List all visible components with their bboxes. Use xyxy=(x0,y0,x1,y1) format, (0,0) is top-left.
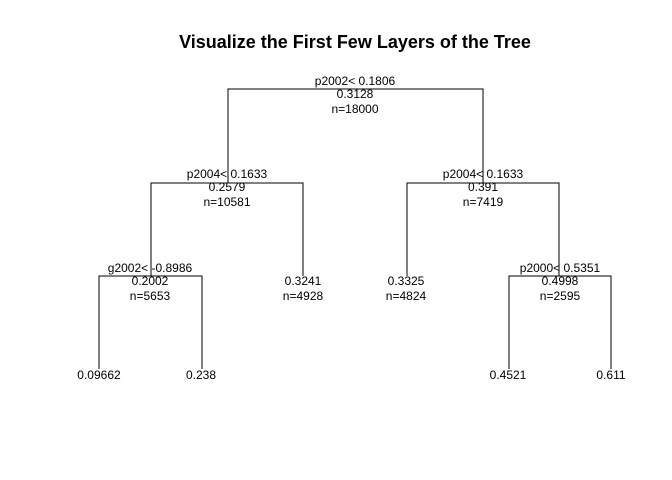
node-left-left: g2002< -0.8986 0.2002 n=5653 xyxy=(108,261,193,303)
node-root: p2002< 0.1806 0.3128 n=18000 xyxy=(315,74,396,116)
node-left-left-value: 0.2002 xyxy=(132,274,169,288)
node-right-split: p2004< 0.1633 xyxy=(443,167,524,181)
node-right: p2004< 0.1633 0.391 n=7419 xyxy=(443,167,524,209)
tree-edges xyxy=(98,88,612,369)
node-left-left-n: n=5653 xyxy=(130,289,171,303)
node-right-right: p2000< 0.5351 0.4998 n=2595 xyxy=(520,261,601,303)
node-right-right-n: n=2595 xyxy=(540,289,581,303)
node-left-split: p2004< 0.1633 xyxy=(187,167,268,181)
edge-right xyxy=(406,182,560,276)
node-left-right-n: n=4928 xyxy=(283,289,324,303)
leaf-left-left-right: 0.238 xyxy=(186,368,216,382)
node-left-right: 0.3241 n=4928 xyxy=(283,274,324,303)
node-left-left-split: g2002< -0.8986 xyxy=(108,261,193,275)
node-right-right-value: 0.4998 xyxy=(542,274,579,288)
edge-right-right xyxy=(508,275,612,369)
node-left-right-value: 0.3241 xyxy=(285,274,322,288)
leaf-right-right-right: 0.611 xyxy=(596,368,625,382)
node-right-left: 0.3325 n=4824 xyxy=(386,274,427,303)
node-right-left-n: n=4824 xyxy=(386,289,427,303)
node-left: p2004< 0.1633 0.2579 n=10581 xyxy=(187,167,268,209)
node-root-n: n=18000 xyxy=(331,102,378,116)
node-right-value: 0.391 xyxy=(468,180,498,194)
leaf-left-left-left: 0.09662 xyxy=(77,368,121,382)
edge-left-left xyxy=(98,275,203,369)
node-root-value: 0.3128 xyxy=(337,87,374,101)
node-left-n: n=10581 xyxy=(203,195,250,209)
plot-title: Visualize the First Few Layers of the Tr… xyxy=(179,32,531,52)
node-right-left-value: 0.3325 xyxy=(388,274,425,288)
leaf-right-right-left: 0.4521 xyxy=(490,368,527,382)
node-left-value: 0.2579 xyxy=(209,180,246,194)
edge-root xyxy=(227,88,484,183)
node-root-split: p2002< 0.1806 xyxy=(315,74,396,88)
node-right-n: n=7419 xyxy=(463,195,504,209)
edge-left xyxy=(150,182,304,276)
node-right-right-split: p2000< 0.5351 xyxy=(520,261,601,275)
